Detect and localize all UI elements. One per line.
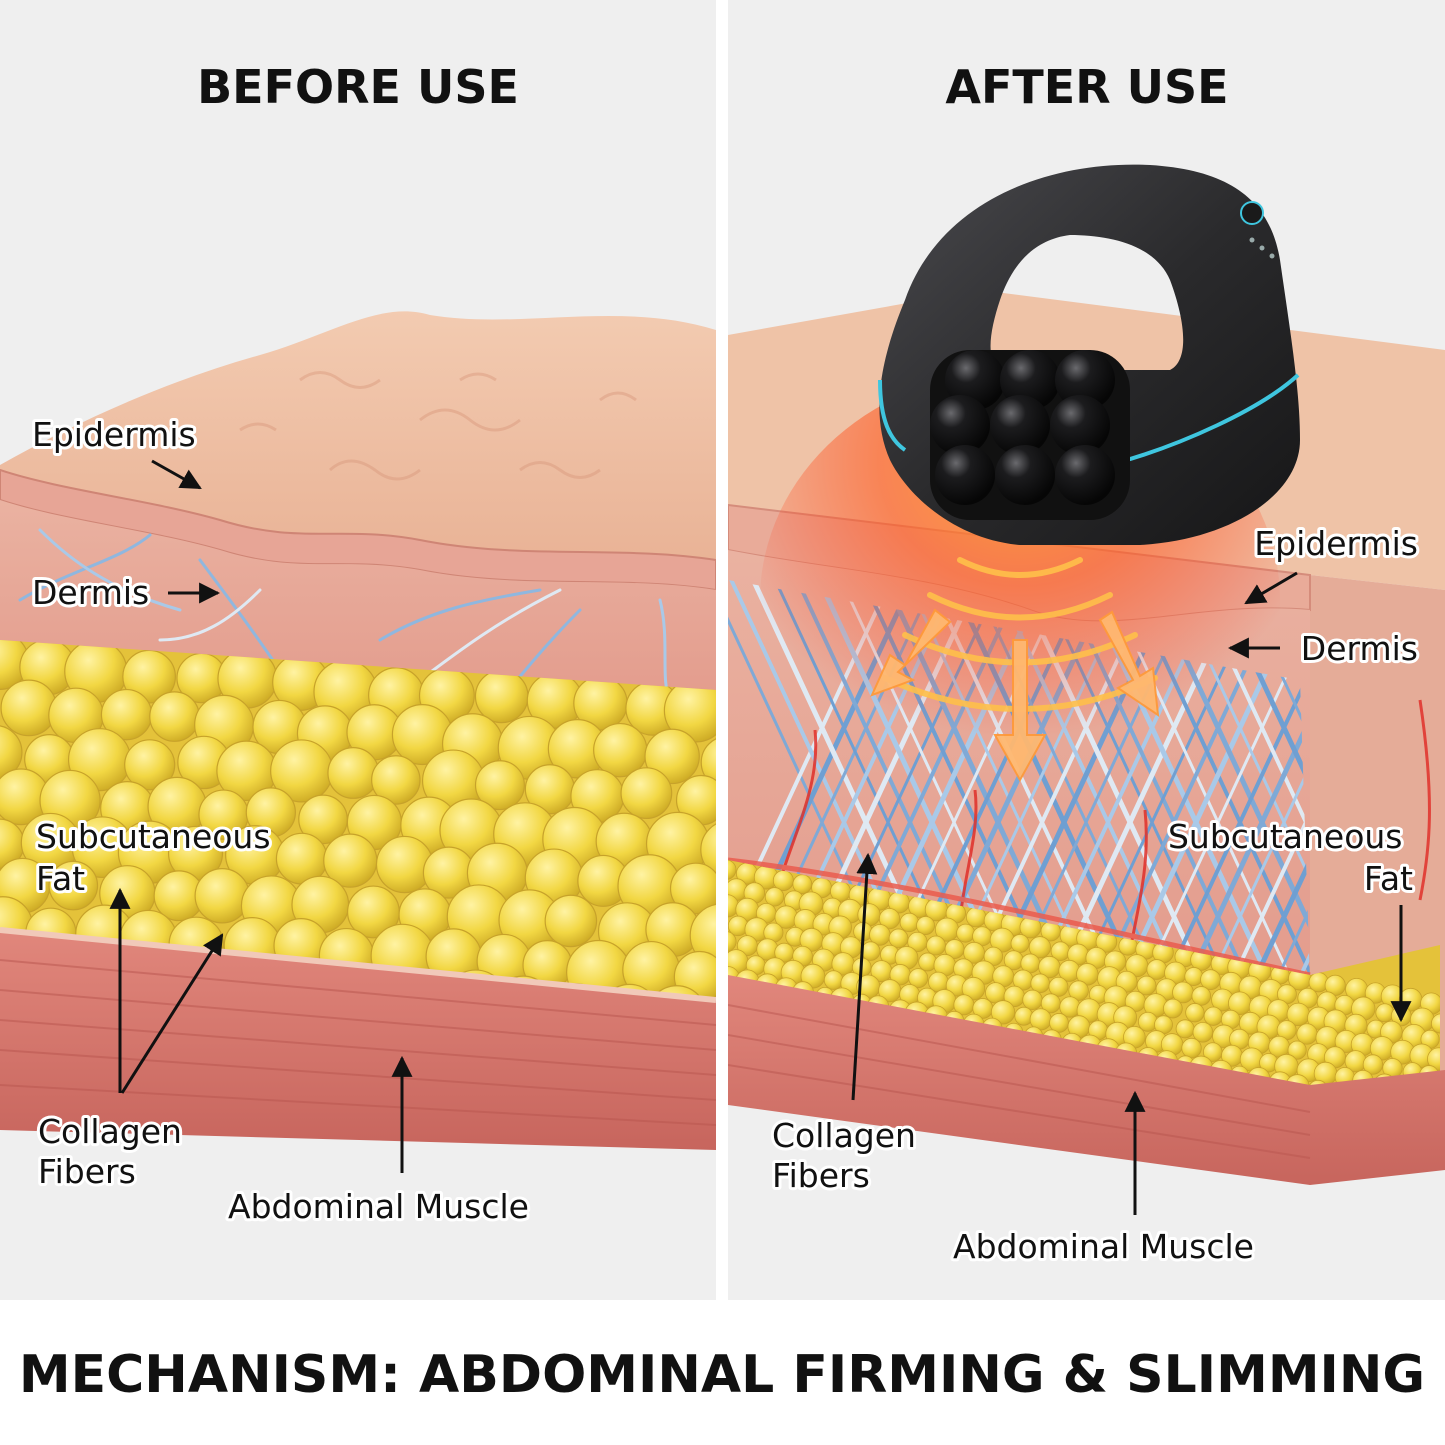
fat-cell bbox=[1176, 1020, 1194, 1038]
fat-cell bbox=[926, 936, 945, 955]
roller-ball bbox=[1055, 445, 1115, 505]
fat-cell bbox=[957, 924, 975, 942]
right-label-collagen-line1: Collagen bbox=[772, 1116, 916, 1155]
right-label-epidermis: Epidermis bbox=[1254, 524, 1418, 563]
fat-cell bbox=[1011, 934, 1029, 952]
fat-cell bbox=[889, 929, 908, 948]
fat-cell bbox=[1182, 1038, 1202, 1058]
left-label-fat-line1: Subcutaneous bbox=[36, 817, 271, 856]
roller-ball bbox=[935, 445, 995, 505]
left-panel-title: BEFORE USE bbox=[197, 60, 519, 114]
fat-cell bbox=[475, 670, 527, 722]
panel-divider bbox=[716, 0, 728, 1300]
left-label-muscle: Abdominal Muscle bbox=[228, 1187, 529, 1226]
left-label-epidermis: Epidermis bbox=[32, 415, 196, 454]
right-label-fat-line1: Subcutaneous bbox=[1168, 817, 1403, 856]
left-label-fat-line2: Fat bbox=[36, 859, 85, 898]
fat-cell bbox=[1, 680, 57, 736]
right-label-fat-line2: Fat bbox=[1364, 859, 1413, 898]
left-label-dermis: Dermis bbox=[32, 573, 149, 612]
fat-cell bbox=[328, 748, 379, 799]
right-label-collagen-line2: Fibers bbox=[772, 1156, 870, 1195]
roller-ball bbox=[995, 445, 1055, 505]
fat-cell bbox=[1376, 1004, 1394, 1022]
right-label-dermis: Dermis bbox=[1301, 629, 1418, 668]
indicator-dot-icon bbox=[1250, 238, 1255, 243]
left-label-collagen-line1: Collagen bbox=[38, 1112, 182, 1151]
fat-cell bbox=[1163, 999, 1182, 1018]
fat-cell bbox=[900, 913, 919, 932]
right-label-muscle: Abdominal Muscle bbox=[953, 1227, 1254, 1266]
right-panel-title: AFTER USE bbox=[945, 60, 1228, 114]
fat-cell bbox=[824, 971, 843, 990]
indicator-dot-icon-2 bbox=[1260, 246, 1265, 251]
fat-cell bbox=[195, 869, 249, 923]
fat-cell bbox=[1204, 1007, 1222, 1025]
fat-cell bbox=[1023, 990, 1043, 1010]
fat-cell bbox=[916, 916, 934, 934]
footer-title: MECHANISM: ABDOMINAL FIRMING & SLIMMING bbox=[19, 1345, 1425, 1405]
power-button-icon bbox=[1241, 202, 1263, 224]
roller-balls bbox=[930, 350, 1130, 520]
indicator-dot-icon-3 bbox=[1270, 254, 1275, 259]
fat-cell bbox=[1186, 1003, 1204, 1021]
fat-cell bbox=[150, 692, 199, 741]
fat-cell bbox=[1192, 987, 1211, 1006]
fat-cell bbox=[545, 895, 596, 946]
left-label-collagen-line2: Fibers bbox=[38, 1152, 136, 1191]
fat-cell bbox=[621, 768, 672, 819]
fat-cell bbox=[861, 942, 880, 961]
